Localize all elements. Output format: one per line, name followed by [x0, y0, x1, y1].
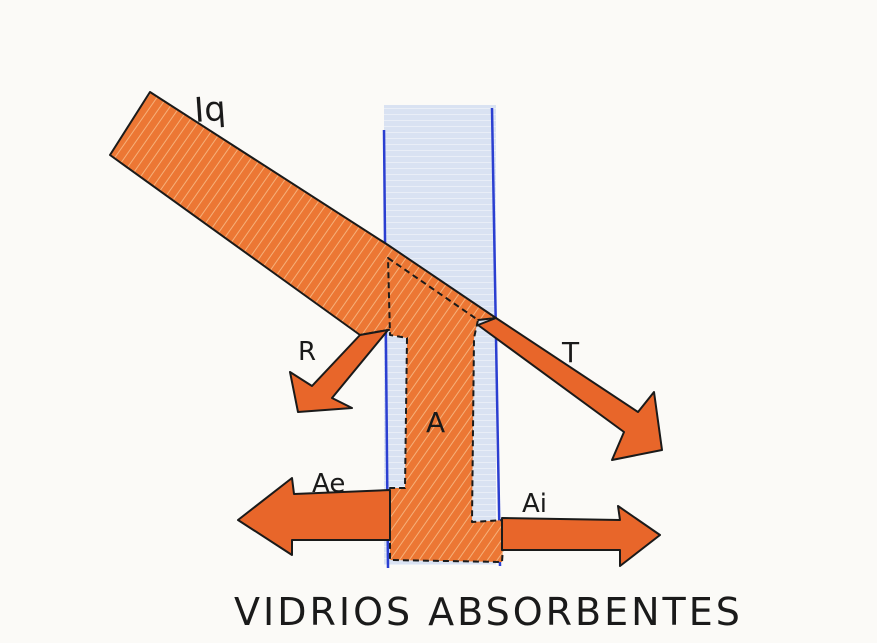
label-absorbed: A — [426, 406, 445, 439]
label-absorbed-exterior: Ae — [312, 469, 345, 499]
label-reflected: R — [298, 337, 316, 367]
label-absorbed-interior: Ai — [522, 489, 547, 519]
label-incident: Iq — [193, 89, 227, 131]
diagram-title: VIDRIOS ABSORBENTES — [234, 590, 743, 634]
label-transmitted: T — [561, 336, 580, 369]
